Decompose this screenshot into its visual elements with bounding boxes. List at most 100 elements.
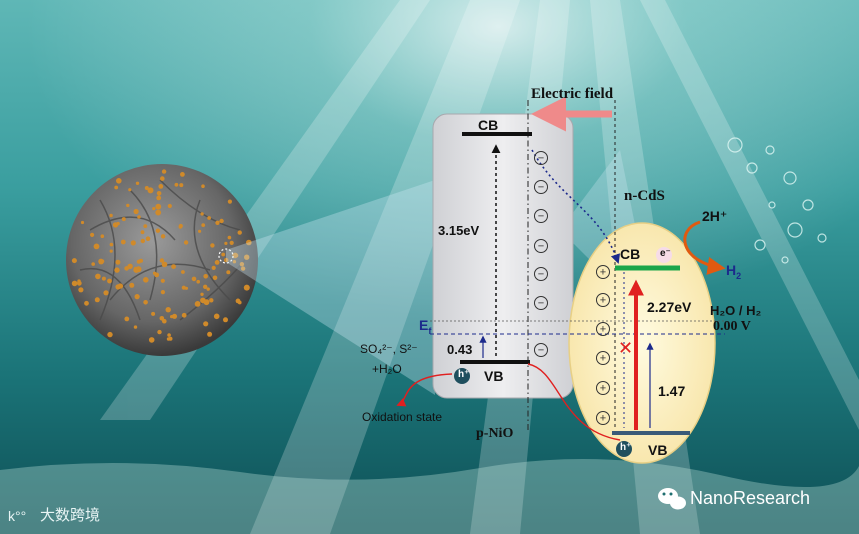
flower-particle-dot	[77, 279, 81, 283]
flower-particle-dot	[115, 284, 121, 290]
hole-circle-pnio	[454, 368, 470, 384]
flower-particle-dot	[203, 274, 208, 279]
flower-particle-dot	[114, 267, 120, 273]
flower-particle-dot	[200, 212, 204, 216]
flower-particle-dot	[160, 176, 165, 181]
flower-particle-dot	[226, 270, 231, 275]
flower-particle-dot	[152, 271, 157, 275]
flower-particle-dot	[155, 203, 162, 210]
flower-particle-dot	[227, 199, 232, 204]
flower-particle-dot	[90, 232, 95, 237]
negative-charge-sign: −	[538, 269, 544, 281]
flower-particle-dot	[206, 287, 210, 291]
flower-particle-dot	[213, 313, 220, 320]
ncds-offset-label: 1.47	[658, 383, 686, 399]
flower-particle-dot	[109, 249, 113, 253]
flower-particle-dot	[116, 178, 122, 184]
flower-particle-dot	[159, 258, 165, 263]
flower-particle	[66, 164, 258, 356]
negative-charge-sign: −	[538, 241, 544, 253]
pnio-label: p-NiO	[476, 426, 514, 441]
flower-particle-dot	[237, 300, 242, 305]
flower-particle-dot	[100, 234, 105, 238]
flower-particle-dot	[140, 230, 145, 235]
positive-charge-circle	[596, 322, 610, 336]
flower-particle-dot	[239, 262, 245, 267]
flower-particle-dot	[78, 287, 84, 293]
fermi-level-label: Ef	[419, 317, 432, 336]
flower-particle-dot	[109, 242, 114, 247]
flower-particle-dot	[130, 240, 136, 246]
ncds-gap-label: 2.27eV	[647, 299, 692, 315]
flower-particle-dot	[194, 301, 201, 307]
flower-particle-dot	[168, 336, 173, 341]
flower-particle-dot	[174, 182, 179, 187]
flower-particle-dot	[191, 276, 197, 282]
flower-particle-dot	[200, 292, 204, 296]
flower-particle-dot	[155, 209, 162, 216]
flower-particle-dot	[93, 243, 100, 250]
flower-particle-dot	[152, 207, 156, 211]
pnio-offset-label: 0.43	[447, 342, 473, 357]
flower-particle-dot	[134, 294, 140, 300]
electron-bubble	[656, 247, 672, 263]
blocked-transfer-mark: ✕	[618, 338, 634, 358]
flower-particle-dot	[232, 260, 237, 264]
flower-particle-dot	[80, 220, 85, 225]
redox-potential-label: 0.00 V	[713, 319, 751, 334]
flower-particle-dot	[124, 316, 130, 322]
flower-particle-dot	[143, 300, 148, 305]
pnio-gap-label: 3.15eV	[438, 223, 480, 238]
positive-charge-circle	[596, 293, 610, 307]
flower-particle-dot	[98, 258, 104, 264]
zoom-projection	[226, 180, 435, 395]
negative-charge-sign: −	[538, 211, 544, 223]
flower-particle-dot	[183, 240, 189, 245]
flower-particle-dot	[207, 216, 212, 220]
pnio-cb-label: CB	[478, 117, 499, 133]
flower-particle-dot	[156, 191, 162, 196]
flower-particle-dot	[120, 239, 126, 245]
hole-label-pnio: h⁺	[458, 369, 470, 380]
flower-particle-dot	[243, 284, 250, 291]
positive-charge-sign: +	[600, 324, 606, 336]
flower-particle-dot	[133, 325, 138, 329]
flower-particle-dot	[203, 284, 208, 289]
flower-particle-dot	[133, 208, 139, 215]
flower-particle-dot	[109, 213, 113, 218]
positive-charges: ++++++	[596, 265, 610, 425]
right-watermark: NanoResearch	[690, 488, 811, 508]
flower-particle-dot	[91, 262, 95, 266]
h2-evolution-arrow	[683, 220, 726, 275]
flower-particle-dot	[157, 329, 162, 335]
flower-particle-dot	[160, 278, 165, 283]
ncds-oval	[568, 222, 716, 464]
flower-particle-dot	[155, 228, 161, 233]
flower-particle-dot	[171, 264, 177, 269]
wechat-icon	[658, 488, 686, 510]
flower-particle-dot	[229, 240, 234, 245]
hole-path	[527, 363, 621, 441]
negative-charge-circle	[534, 343, 548, 357]
flower-particle-dot	[196, 279, 200, 284]
hole-label-ncds: h⁺	[620, 442, 632, 453]
flower-particle-dot	[209, 298, 214, 303]
flower-particle-dot	[179, 183, 184, 188]
flower-particle-dot	[167, 333, 171, 337]
pnio-vb-label: VB	[484, 368, 504, 384]
redox-couple-label: H₂O / H₂	[710, 303, 762, 318]
flower-particle-dot	[181, 312, 187, 318]
flower-particle-dot	[129, 282, 135, 288]
flower-particle-dot	[135, 181, 140, 185]
flower-particle-dot	[224, 257, 229, 263]
negative-charges: −−−−−−−	[534, 151, 548, 357]
positive-charge-circle	[596, 351, 610, 365]
flower-particle-dot	[210, 243, 215, 248]
negative-charge-circle	[534, 209, 548, 223]
flower-particle-dot	[107, 331, 113, 338]
flower-particle-dot	[181, 285, 186, 290]
flower-particle-dot	[114, 185, 119, 190]
flower-particle-dot	[160, 290, 165, 295]
oxidation-arrow	[396, 373, 453, 407]
